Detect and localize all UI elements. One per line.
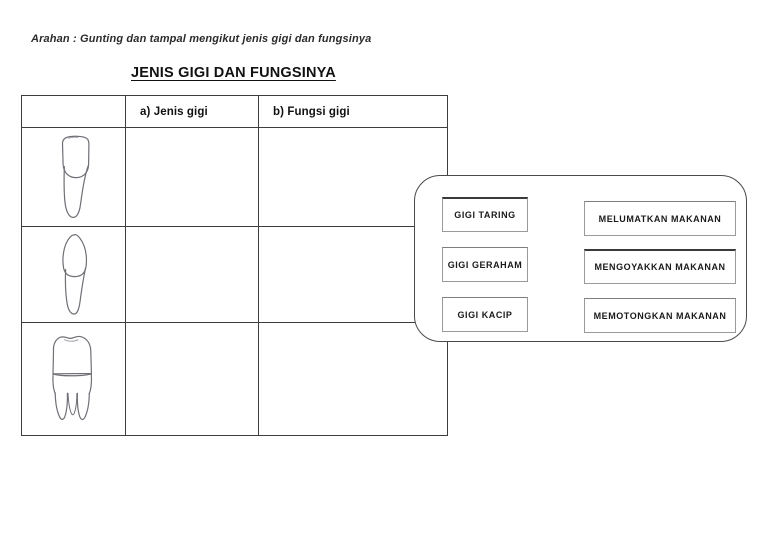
page-title: JENIS GIGI DAN FUNGSINYA — [131, 65, 336, 81]
column-header-fungsi-gigi: b) Fungsi gigi — [258, 95, 448, 128]
tooth-image-cell-1 — [21, 127, 126, 227]
answer-cell-jenis-2[interactable] — [125, 226, 259, 323]
cutout-card-memotongkan-makanan[interactable]: MEMOTONGKAN MAKANAN — [584, 298, 736, 333]
tooth-image-cell-2 — [21, 226, 126, 323]
column-header-picture — [21, 95, 126, 128]
cutout-card-gigi-taring[interactable]: GIGI TARING — [442, 197, 528, 232]
canine-tooth-icon — [45, 233, 103, 322]
table-header: a) Jenis gigi b) Fungsi gigi — [21, 95, 448, 128]
answer-cell-fungsi-1[interactable] — [258, 127, 448, 227]
table-row — [21, 226, 448, 323]
cutout-bank: GIGI TARING GIGI GERAHAM GIGI KACIP MELU… — [414, 175, 747, 342]
answer-cell-fungsi-3[interactable] — [258, 322, 448, 436]
teeth-table: a) Jenis gigi b) Fungsi gigi — [21, 95, 448, 436]
table-row — [21, 322, 448, 436]
cutout-card-melumatkan-makanan[interactable]: MELUMATKAN MAKANAN — [584, 201, 736, 236]
cutout-card-gigi-kacip[interactable]: GIGI KACIP — [442, 297, 528, 332]
table-body — [21, 127, 448, 436]
tooth-image-cell-3 — [21, 322, 126, 436]
incisor-tooth-icon — [45, 135, 103, 225]
cutout-card-gigi-geraham[interactable]: GIGI GERAHAM — [442, 247, 528, 282]
molar-tooth-icon — [39, 335, 109, 431]
column-header-jenis-gigi: a) Jenis gigi — [125, 95, 259, 128]
answer-cell-jenis-1[interactable] — [125, 127, 259, 227]
cutout-card-mengoyakkan-makanan[interactable]: MENGOYAKKAN MAKANAN — [584, 249, 736, 284]
table-row — [21, 127, 448, 227]
table-header-row: a) Jenis gigi b) Fungsi gigi — [21, 95, 448, 128]
instruction-text: Arahan : Gunting dan tampal mengikut jen… — [31, 33, 372, 45]
answer-cell-jenis-3[interactable] — [125, 322, 259, 436]
